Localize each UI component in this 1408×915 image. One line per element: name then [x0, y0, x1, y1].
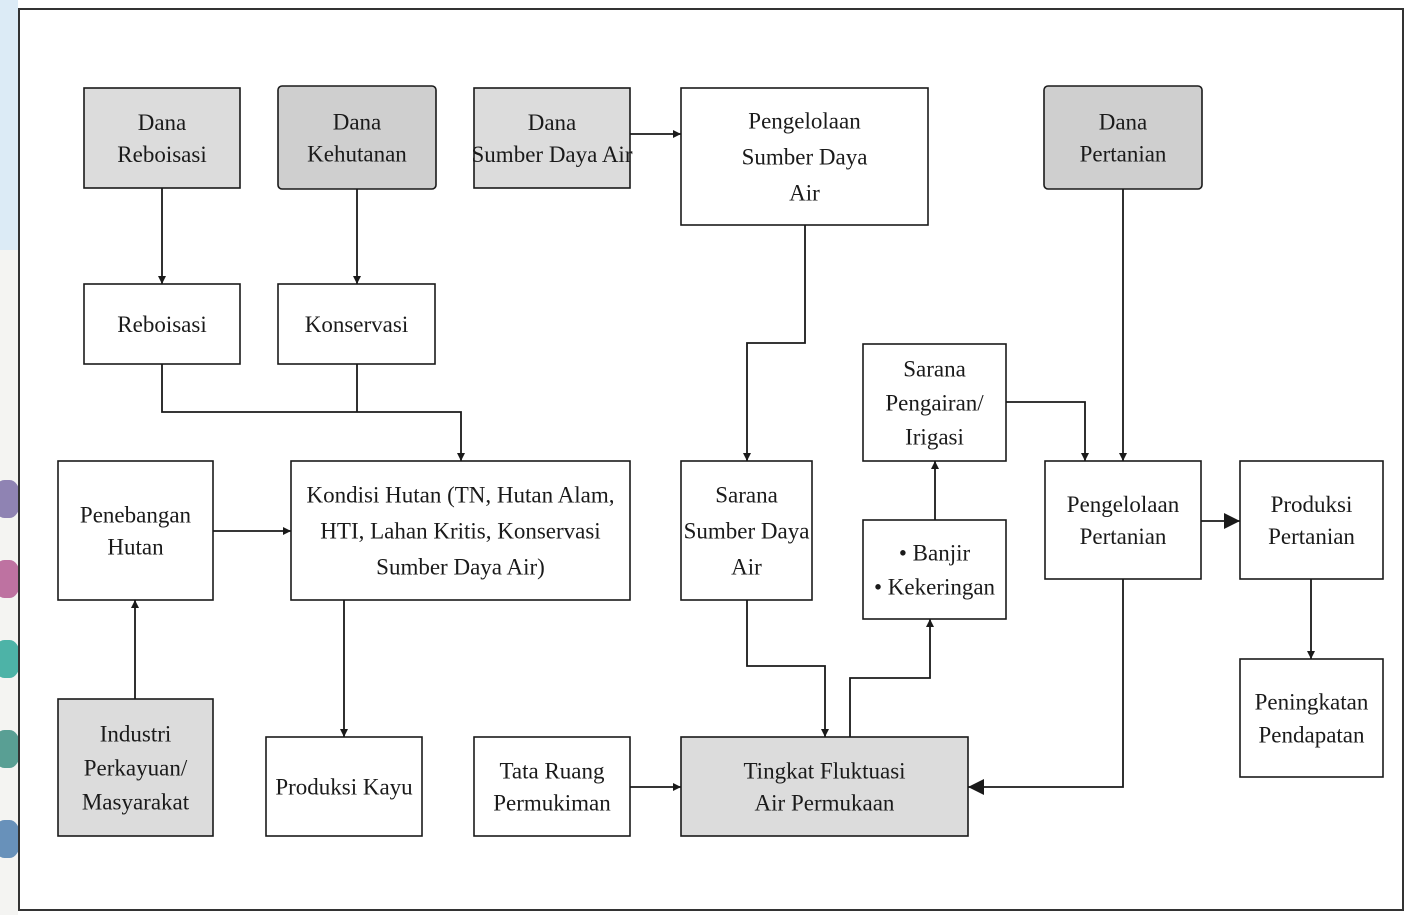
- node-label-line: Kehutanan: [307, 142, 407, 167]
- node-label-line: Perkayuan/: [84, 756, 188, 781]
- node-label-line: Reboisasi: [117, 312, 206, 337]
- node-label-line: Air Permukaan: [755, 791, 895, 816]
- node-box: [57, 460, 214, 601]
- node-label-line: Penebangan: [80, 503, 192, 528]
- edge-tingkat-fluktuasi-to-banjir-kekeringan: [849, 619, 934, 737]
- node-label-line: Dana: [333, 110, 382, 135]
- edge-sarana-sumber-daya-air-to-tingkat-fluktuasi: [746, 600, 829, 737]
- node-label-line: Pertanian: [1268, 524, 1355, 549]
- decorative-band: [0, 730, 18, 768]
- node-box: [83, 283, 241, 365]
- edge-pengelolaan-sumber-daya-air-to-sarana-sumber-daya-air: [743, 225, 806, 461]
- node-box: [473, 87, 631, 189]
- node-label-line: Produksi Kayu: [275, 775, 413, 800]
- node-label-line: HTI, Lahan Kritis, Konservasi: [320, 519, 600, 544]
- node-label-line: Reboisasi: [117, 142, 206, 167]
- decorative-band: [0, 640, 18, 678]
- node-label-line: • Banjir: [899, 541, 971, 566]
- node-box: [57, 698, 214, 837]
- node-label-line: Kondisi Hutan (TN, Hutan Alam,: [307, 483, 615, 508]
- node-box: [265, 736, 423, 837]
- decorative-band: [0, 480, 18, 518]
- node-box: [680, 736, 969, 837]
- node-label-line: Sumber Daya: [684, 519, 810, 544]
- decorative-band: [0, 560, 18, 598]
- node-box: [277, 283, 436, 365]
- node-label-line: Pertanian: [1080, 524, 1167, 549]
- node-label-line: Permukiman: [493, 791, 611, 816]
- node-label-line: Sumber Daya Air: [472, 142, 633, 167]
- node-label-line: Dana: [138, 110, 187, 135]
- node-box: [862, 519, 1007, 620]
- background-tint: [0, 0, 18, 250]
- node-box: [290, 460, 631, 601]
- node-label-line: Irigasi: [905, 425, 964, 450]
- node-label-line: Pengairan/: [885, 391, 984, 416]
- node-box: [1239, 460, 1384, 580]
- node-produksi-kayu: Produksi Kayu: [265, 736, 423, 837]
- node-label-line: Masyarakat: [82, 790, 190, 815]
- node-label-line: Sumber Daya Air): [376, 555, 545, 580]
- node-label-line: Sumber Daya: [742, 145, 868, 170]
- node-box: [473, 736, 631, 837]
- node-box: [862, 343, 1007, 462]
- node-label-line: Air: [789, 181, 820, 206]
- node-box: [680, 460, 813, 601]
- node-label-line: Industri: [100, 722, 172, 747]
- node-box: [83, 87, 241, 189]
- edge-pengelolaan-pertanian-to-tingkat-fluktuasi: [968, 579, 1124, 795]
- node-box: [680, 87, 929, 226]
- background-strip: [0, 0, 18, 915]
- decorative-band: [0, 820, 18, 858]
- node-label-line: Air: [731, 555, 762, 580]
- node-box: [1239, 658, 1384, 778]
- node-label-line: Peningkatan: [1255, 690, 1369, 715]
- node-banjir-kekeringan: • Banjir • Kekeringan: [862, 519, 1007, 620]
- node-reboisasi: Reboisasi: [83, 283, 241, 365]
- node-label-line: Pengelolaan: [1067, 492, 1180, 517]
- node-label-line: Sarana: [903, 357, 966, 382]
- node-label-line: • Kekeringan: [874, 575, 996, 600]
- edge-reboisasi-to-kondisi-hutan: [161, 364, 465, 461]
- node-label-line: Dana: [528, 110, 577, 135]
- node-label-line: Pertanian: [1080, 142, 1167, 167]
- node-label-line: Konservasi: [305, 312, 408, 337]
- node-box: [277, 85, 437, 190]
- node-label-line: Produksi: [1271, 492, 1353, 517]
- node-label-line: Tingkat Fluktuasi: [743, 759, 905, 784]
- node-label-line: Pendapatan: [1258, 723, 1365, 748]
- node-label-line: Dana: [1099, 110, 1148, 135]
- node-label-line: Sarana: [715, 483, 778, 508]
- node-konservasi: Konservasi: [277, 283, 436, 365]
- node-label-line: Tata Ruang: [499, 759, 605, 784]
- node-label-line: Hutan: [107, 535, 164, 560]
- node-kondisi-hutan: Kondisi Hutan (TN, Hutan Alam, HTI, Lahan…: [290, 460, 631, 601]
- node-label-line: Pengelolaan: [748, 109, 861, 134]
- node-box: [1044, 460, 1202, 580]
- node-box: [1043, 85, 1203, 190]
- edge-sarana-pengairan-to-pengelolaan-pertanian: [1006, 401, 1089, 461]
